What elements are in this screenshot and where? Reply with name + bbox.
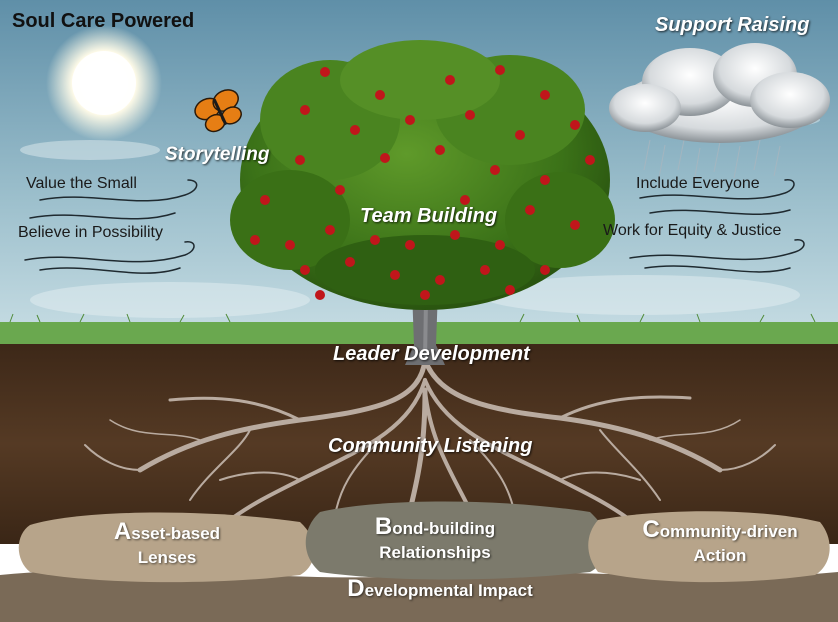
wind-swirl-right xyxy=(629,179,805,273)
apples xyxy=(250,65,595,300)
roots xyxy=(84,357,776,522)
leader-development-label: Leader Development xyxy=(333,343,530,365)
asset-based-lenses-label: Asset-based Lenses xyxy=(113,518,221,568)
bedrock xyxy=(0,501,838,622)
sun-icon xyxy=(46,25,162,141)
storytelling-label: Storytelling xyxy=(165,144,270,165)
background-clouds xyxy=(20,112,820,318)
rain-cloud-icon xyxy=(609,43,830,183)
right-value-2: Work for Equity & Justice xyxy=(603,222,782,239)
left-value-2: Believe in Possibility xyxy=(18,224,163,241)
community-driven-action-label: Community-driven Action xyxy=(642,516,798,566)
community-listening-label: Community Listening xyxy=(328,435,533,457)
support-raising-label: Support Raising xyxy=(655,14,810,36)
bond-building-relationships-label: Bond-building Relationships xyxy=(374,513,496,563)
developmental-impact-label: Developmental Impact xyxy=(347,575,533,602)
right-value-1: Include Everyone xyxy=(636,175,760,192)
wind-swirl-left xyxy=(24,179,198,274)
left-value-1: Value the Small xyxy=(26,175,137,192)
team-building-label: Team Building xyxy=(360,205,498,227)
tree-foliage xyxy=(230,40,615,310)
butterfly-icon xyxy=(194,89,242,133)
grass-blades xyxy=(9,313,816,323)
page-title: Soul Care Powered xyxy=(12,10,195,32)
